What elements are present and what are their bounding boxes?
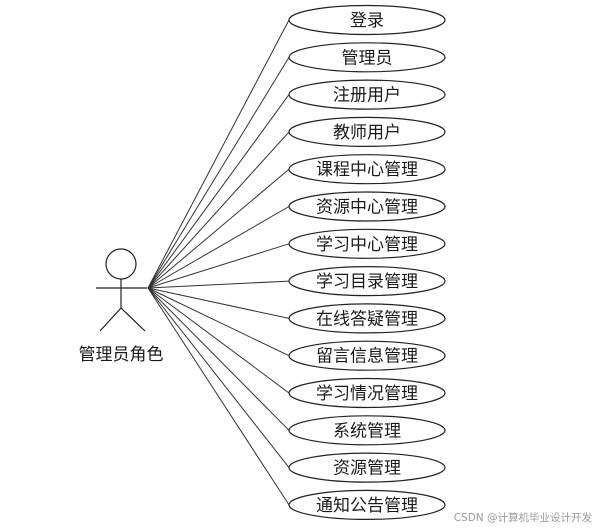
- use-case-label: 资源中心管理: [316, 198, 418, 218]
- use-case-oval: [288, 340, 446, 371]
- association-line: [147, 19, 290, 289]
- use-case-oval: [288, 116, 446, 147]
- use-case-label: 管理员: [342, 48, 393, 68]
- use-case-oval: [288, 191, 446, 222]
- use-case-label: 学习情况管理: [316, 384, 418, 404]
- association-lines: [147, 19, 290, 506]
- association-line: [147, 206, 290, 289]
- use-case-label: 资源管理: [333, 459, 401, 479]
- use-case: 资源中心管理: [288, 191, 446, 222]
- use-case: 资源管理: [288, 452, 446, 483]
- association-line: [147, 168, 290, 289]
- association-line: [147, 287, 290, 431]
- use-case: 管理员: [288, 42, 446, 73]
- use-case-label: 登录: [350, 11, 384, 31]
- use-case-label: 通知公告管理: [316, 496, 418, 516]
- use-case: 学习情况管理: [288, 377, 446, 409]
- use-case: 课程中心管理: [288, 154, 446, 185]
- use-case-ovals: 登录管理员注册用户教师用户课程中心管理资源中心管理学习中心管理学习目录管理在线答…: [288, 4, 446, 520]
- use-case-oval: [288, 452, 446, 483]
- actor-left-leg: [99, 307, 122, 332]
- use-case-oval: [288, 303, 446, 334]
- actor-head: [105, 248, 137, 280]
- association-line: [147, 243, 290, 289]
- association-line: [147, 287, 290, 319]
- association-line: [147, 287, 290, 394]
- use-case: 留言信息管理: [288, 340, 446, 371]
- use-case-oval: [288, 42, 446, 73]
- actor-label: 管理员角色: [79, 345, 164, 365]
- use-case-oval: [288, 415, 446, 446]
- use-case-label: 注册用户: [333, 86, 401, 106]
- watermark: CSDN @计算机毕业设计开发: [454, 511, 593, 524]
- association-line: [147, 287, 290, 506]
- use-case: 注册用户: [288, 79, 446, 110]
- use-case: 学习目录管理: [288, 266, 446, 297]
- association-line: [147, 287, 290, 357]
- association-line: [147, 94, 290, 289]
- association-line: [147, 131, 290, 289]
- use-case-oval: [288, 4, 446, 36]
- association-line: [147, 287, 290, 468]
- use-case-label: 系统管理: [333, 421, 401, 441]
- use-case-label: 学习中心管理: [316, 235, 418, 255]
- association-line: [147, 280, 290, 289]
- use-case-label: 学习目录管理: [316, 272, 418, 292]
- use-case-label: 留言信息管理: [316, 347, 418, 367]
- use-case-oval: [288, 266, 446, 297]
- use-case-oval: [288, 489, 446, 520]
- use-case-label: 在线答疑管理: [316, 309, 418, 329]
- use-case-oval: [288, 154, 446, 185]
- use-case-oval: [288, 79, 446, 110]
- use-case: 在线答疑管理: [288, 303, 446, 334]
- use-case-label: 课程中心管理: [316, 160, 418, 180]
- use-case-label: 教师用户: [333, 123, 401, 143]
- use-case: 教师用户: [288, 116, 446, 147]
- use-case: 通知公告管理: [288, 489, 446, 520]
- association-line: [147, 57, 290, 289]
- actor-figure: 管理员角色: [79, 248, 164, 365]
- use-case: 系统管理: [288, 415, 446, 446]
- use-case-oval: [288, 377, 446, 409]
- use-case-oval: [288, 228, 446, 259]
- use-case: 学习中心管理: [288, 228, 446, 259]
- actor-right-leg: [120, 307, 146, 332]
- use-case: 登录: [288, 4, 446, 36]
